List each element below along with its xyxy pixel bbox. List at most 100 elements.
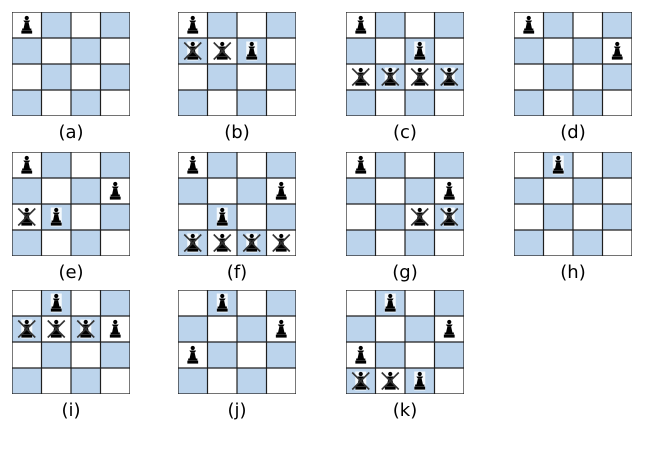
board-cell-dark	[100, 290, 130, 316]
chess-board	[178, 290, 296, 394]
board-cell-light	[207, 90, 237, 116]
board-cell-dark	[100, 64, 130, 90]
board-cell-dark	[573, 178, 603, 204]
board-cell-dark	[602, 204, 632, 230]
board-cell-light	[514, 152, 544, 178]
board-cell-dark	[266, 152, 296, 178]
board-cell-dark	[266, 342, 296, 368]
board-cell-dark	[71, 38, 101, 64]
board-cell-dark	[346, 38, 376, 64]
board-cell-light	[71, 152, 101, 178]
crossed-queen	[440, 67, 459, 87]
queen-piece	[414, 371, 426, 391]
board-cell-dark	[375, 204, 405, 230]
board-cell-dark	[41, 342, 71, 368]
queen-piece	[50, 207, 62, 227]
queen-piece	[187, 15, 199, 35]
board-cell-dark	[375, 152, 405, 178]
board-cell-light	[573, 64, 603, 90]
board-cell-dark	[514, 230, 544, 256]
board-cell-light	[100, 38, 130, 64]
crossed-queen	[47, 319, 66, 339]
crossed-queen	[242, 233, 261, 253]
crossed-queen	[183, 233, 202, 253]
crossed-queen	[381, 371, 400, 391]
board-cell-dark	[346, 316, 376, 342]
crossed-queen	[272, 233, 291, 253]
board-cell-light	[543, 90, 573, 116]
board-cell-light	[266, 90, 296, 116]
panel-caption: (c)	[393, 122, 417, 143]
board-cell-dark	[12, 178, 42, 204]
queen-piece	[109, 181, 121, 201]
board-cell-dark	[178, 178, 208, 204]
board-cell-dark	[12, 90, 42, 116]
board-cell-dark	[266, 64, 296, 90]
board-cell-dark	[543, 12, 573, 38]
crossed-queen	[440, 207, 459, 227]
board-cell-light	[602, 90, 632, 116]
crossed-queen	[410, 67, 429, 87]
panel-caption: (b)	[224, 122, 250, 143]
queen-piece	[109, 319, 121, 339]
board-cell-dark	[434, 12, 464, 38]
board-cell-dark	[543, 204, 573, 230]
chess-board	[514, 152, 632, 256]
crossed-queen	[381, 67, 400, 87]
board-cell-dark	[178, 316, 208, 342]
queen-piece	[384, 293, 396, 313]
board-cell-dark	[207, 12, 237, 38]
board-cell-light	[405, 152, 435, 178]
board-cell-light	[375, 316, 405, 342]
board-cell-dark	[375, 12, 405, 38]
board-cell-dark	[514, 90, 544, 116]
board-cell-light	[602, 178, 632, 204]
chess-board	[346, 290, 464, 394]
board-cell-light	[41, 230, 71, 256]
board-cell-light	[207, 178, 237, 204]
board-cell-dark	[405, 230, 435, 256]
board-cell-dark	[178, 368, 208, 394]
board-cell-dark	[543, 64, 573, 90]
board-cell-dark	[405, 316, 435, 342]
board-cell-dark	[405, 90, 435, 116]
board-cell-dark	[375, 342, 405, 368]
board-cell-dark	[100, 342, 130, 368]
board-cell-dark	[266, 204, 296, 230]
board-cell-light	[41, 178, 71, 204]
board-cell-dark	[602, 64, 632, 90]
board-cell-light	[375, 178, 405, 204]
board-cell-light	[178, 204, 208, 230]
board-cell-light	[12, 64, 42, 90]
board-cell-dark	[207, 342, 237, 368]
board-cell-dark	[602, 12, 632, 38]
board-cell-light	[41, 90, 71, 116]
chess-board	[12, 290, 130, 394]
chess-board	[12, 12, 130, 116]
board-cell-light	[405, 12, 435, 38]
board-cell-dark	[178, 90, 208, 116]
queen-piece	[216, 293, 228, 313]
queen-piece	[246, 41, 258, 61]
board-cell-light	[573, 204, 603, 230]
board-cell-dark	[71, 178, 101, 204]
crossed-queen	[17, 319, 36, 339]
board-cell-light	[573, 12, 603, 38]
board-cell-light	[237, 204, 267, 230]
board-cell-light	[434, 368, 464, 394]
chess-board	[12, 152, 130, 256]
crossed-queen	[76, 319, 95, 339]
board-cell-light	[207, 316, 237, 342]
queen-piece	[355, 155, 367, 175]
board-cell-light	[266, 38, 296, 64]
board-cell-dark	[573, 38, 603, 64]
board-cell-dark	[100, 12, 130, 38]
board-cell-light	[543, 178, 573, 204]
board-cell-dark	[41, 152, 71, 178]
board-cell-dark	[41, 64, 71, 90]
board-cell-dark	[266, 290, 296, 316]
board-cell-dark	[71, 90, 101, 116]
crossed-queen	[213, 41, 232, 61]
board-cell-light	[434, 38, 464, 64]
